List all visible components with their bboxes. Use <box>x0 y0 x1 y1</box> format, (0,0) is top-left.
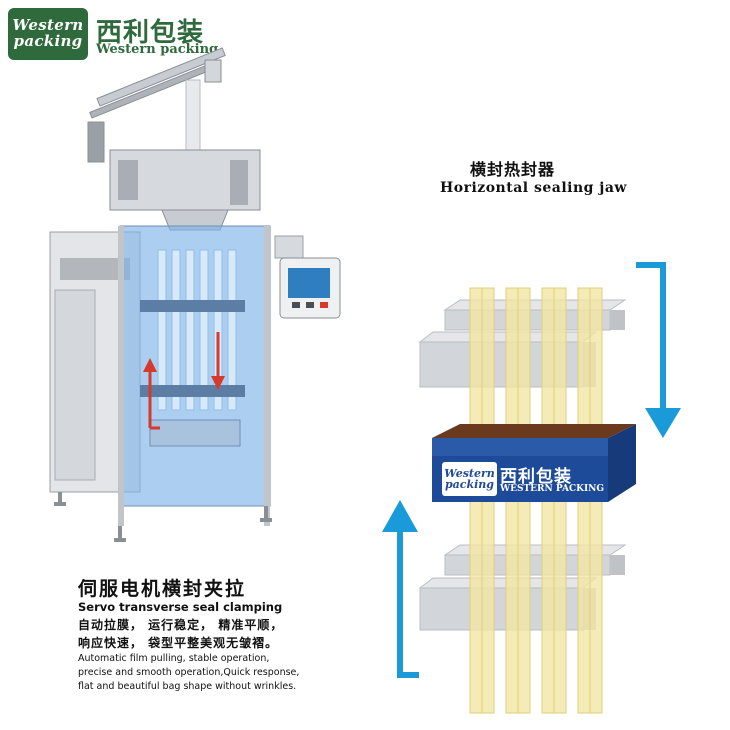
jaw-title-en: Horizontal sealing jaw <box>440 180 627 196</box>
brand-name-en: Western packing <box>96 42 219 57</box>
servo-desc-en: Automatic film pulling, stable operation… <box>78 653 300 692</box>
control-panel <box>274 235 341 319</box>
servo-title-en: Servo transverse seal clamping <box>78 600 283 614</box>
servo-desc-cn-1: 自动拉膜， 运行稳定， 精准平顺， <box>78 618 284 632</box>
badge-cn: 西利包装 <box>500 467 572 487</box>
motion-arrows <box>143 332 225 430</box>
machine-body <box>118 225 271 526</box>
jaw-badge: Western packing <box>442 462 497 496</box>
logo-line-2: packing <box>13 32 83 50</box>
brand-name-cn: 西利包装 <box>96 18 205 48</box>
servo-desc-cn-2: 响应快速， 袋型平整美观无皱褶。 <box>78 636 279 650</box>
badge-line-1: Western <box>444 467 495 480</box>
servo-title-cn: 伺服电机横封夹拉 <box>78 578 247 600</box>
badge-line-2: packing <box>444 478 494 491</box>
brand-logo: Western packing <box>8 8 88 60</box>
logo-line-1: Western <box>12 16 84 35</box>
jaw-title-cn: 横封热封器 <box>470 160 556 179</box>
badge-en: WESTERN PACKING <box>500 484 605 494</box>
sealing-jaw-diagram <box>418 287 636 714</box>
direction-arrows <box>382 262 681 678</box>
film-feed-arm <box>87 47 226 163</box>
